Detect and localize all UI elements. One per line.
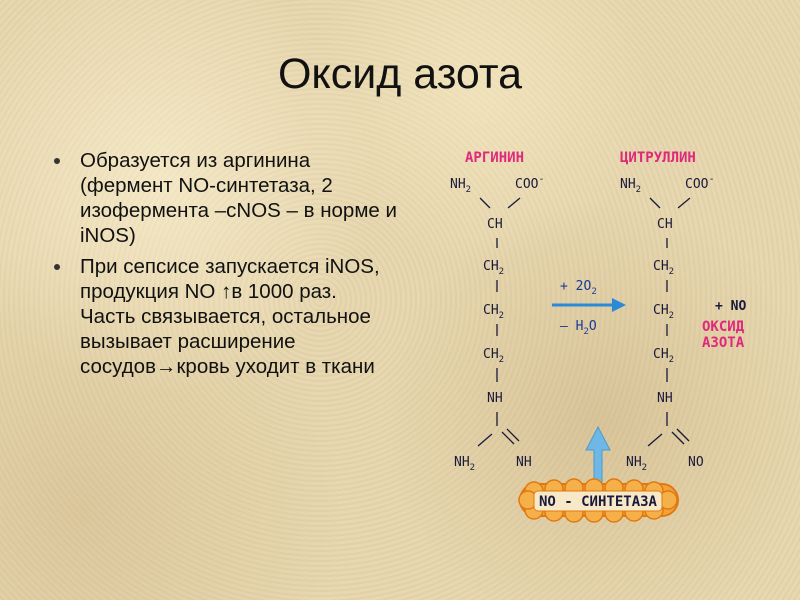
enzyme-up-arrow-icon [585,425,611,486]
bullet-item: Образуется из аргинина (фермент NO-синте… [52,148,397,248]
product-name-line1: ОКСИД [702,319,745,335]
arginine-nh2-bottom: NH2 [454,455,475,473]
citrulline-ch: CH [657,217,673,232]
citrulline-coo: COO- [685,174,715,192]
arginine-nh-bottom: NH [516,455,532,470]
citrulline-molecule: ЦИТРУЛЛИН NH2 COO- CH CH2 CH2 CH2 NH NH2… [620,150,715,473]
citrulline-nh: NH [657,391,673,406]
reagent-minus: – H2O [560,319,597,337]
enzyme-label-box [533,490,663,512]
bond-line [677,197,691,209]
arginine-coo: COO- [515,174,545,192]
citrulline-ch2-1: CH2 [653,259,674,277]
citrulline-ch2-3: CH2 [653,347,674,365]
arginine-nh2-top: NH2 [450,177,471,195]
citrulline-nh2-top: NH2 [620,177,641,195]
bond-line [676,428,690,442]
bullet-dot-icon [54,264,60,270]
product-group: + NO ОКСИД АЗОТА [702,299,746,351]
citrulline-label: ЦИТРУЛЛИН [620,150,696,166]
bond-line [477,433,493,447]
bond-line [479,197,491,209]
bullet-dot-icon [54,158,60,164]
bullet-text: Образуется из аргинина (фермент NO-синте… [80,149,397,247]
bullet-text: При сепсисе запускается iNOS, продукция … [80,255,380,378]
arginine-molecule: АРГИНИН NH2 COO- CH CH2 CH2 CH2 NH NH2 N… [450,150,545,473]
arginine-label: АРГИНИН [465,150,524,166]
bond-line [671,431,685,445]
reaction-arrow-icon [612,298,626,312]
bond-line [649,197,661,209]
enzyme-label: NO - СИНТЕТАЗА [539,494,658,510]
bond-line [501,431,515,445]
bullet-item: При сепсисе запускается iNOS, продукция … [52,254,397,379]
bond-line [507,197,521,209]
arginine-ch: CH [487,217,503,232]
arginine-nh: NH [487,391,503,406]
bond-line [647,433,663,447]
citrulline-no-bottom: NO [688,455,704,470]
reagent-plus: + 2O2 [560,279,597,297]
reaction-arrow-group: + 2O2 – H2O [552,279,626,337]
enzyme-beads: NO - СИНТЕТАЗА [518,478,679,523]
bond-line [506,428,520,442]
arginine-ch2-1: CH2 [483,259,504,277]
arginine-ch2-3: CH2 [483,347,504,365]
arginine-ch2-2: CH2 [483,303,504,321]
citrulline-nh2-bottom: NH2 [626,455,647,473]
bullet-list: Образуется из аргинина (фермент NO-синте… [52,148,397,385]
product-name-line2: АЗОТА [702,335,745,351]
product-plus-no: + NO [715,299,746,314]
slide-title: Оксид азота [277,50,523,98]
reaction-diagram: АРГИНИН NH2 COO- CH CH2 CH2 CH2 NH NH2 N… [450,150,746,523]
citrulline-ch2-2: CH2 [653,303,674,321]
